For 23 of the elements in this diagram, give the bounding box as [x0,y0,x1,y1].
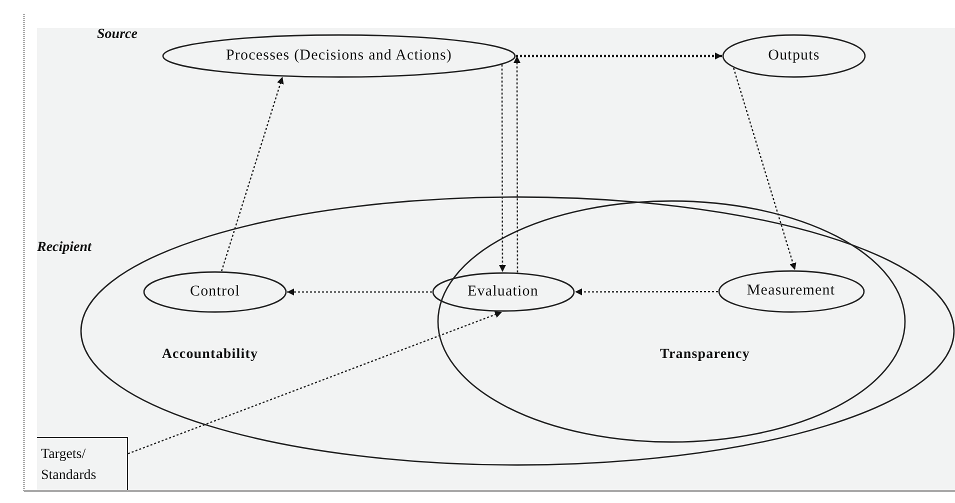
evaluation-label: Evaluation [468,284,538,300]
control-ellipse [143,271,287,313]
arrow [575,288,718,296]
arrow [732,68,796,270]
arrow [516,52,722,60]
section-label: Recipient [37,240,92,256]
arrow [128,311,502,454]
measurement-label: Measurement [746,282,836,300]
control-label: Control [190,284,240,300]
region-heading: Transparency [660,347,750,363]
arrow [287,288,432,296]
section-label: Source [97,27,138,43]
arrow [514,56,521,272]
arrow [498,64,506,272]
targets-box [37,437,128,490]
arrow [220,76,284,272]
output-label: Outputs [768,48,820,64]
targets-label: Targets/ Standards [41,446,98,485]
measurement-ellipse [718,270,865,313]
process-ellipse [162,34,516,78]
process-label: Processes (Decisions and Actions) [226,48,452,64]
region-heading: Accountability [162,347,258,363]
output-ellipse [722,34,866,78]
